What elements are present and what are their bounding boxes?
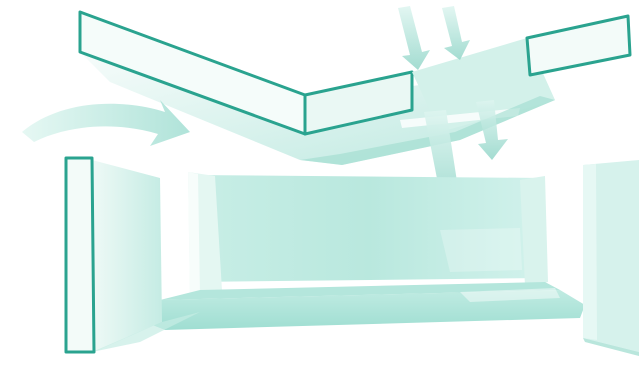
right-wall-panel — [583, 160, 639, 356]
right-wall-edge — [583, 164, 597, 340]
roof-right-edge — [527, 16, 630, 75]
down-arrow-icon — [442, 6, 470, 60]
left-wall-edge — [66, 158, 94, 352]
roof-panel — [80, 12, 630, 165]
back-wall-highlight — [440, 228, 522, 272]
curved-arrow-icon — [22, 100, 190, 146]
left-wall-face — [92, 160, 162, 352]
down-arrow-icon — [398, 6, 430, 70]
room-box — [145, 172, 585, 330]
left-inner-wall-side — [188, 172, 200, 300]
